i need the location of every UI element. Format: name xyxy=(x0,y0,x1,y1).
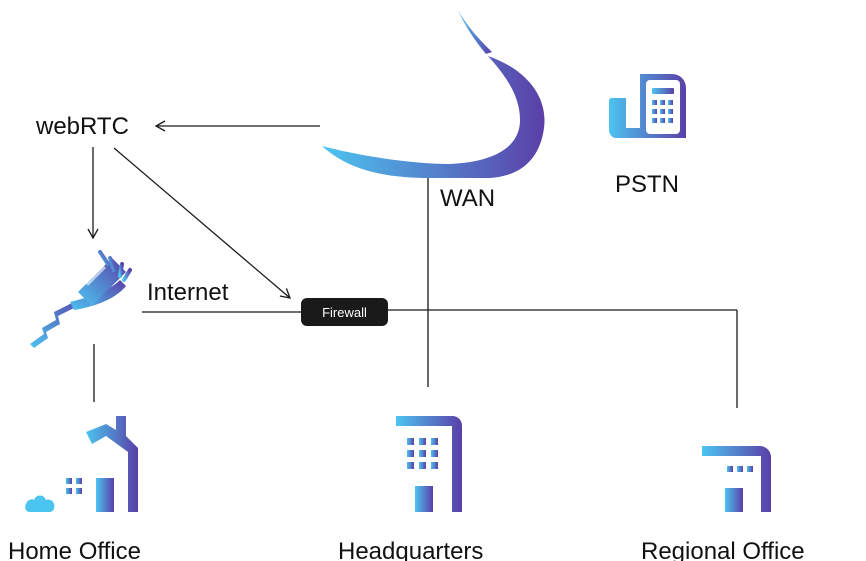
cloud-icon xyxy=(322,10,545,178)
webrtc-to-firewall-arrow xyxy=(113,147,292,299)
home-office-label: Home Office xyxy=(8,538,141,561)
network-cable-icon xyxy=(30,250,132,348)
office-building-icon xyxy=(396,416,462,512)
connector-lines xyxy=(87,120,738,408)
webrtc-label: webRTC xyxy=(35,113,129,140)
regional-office-label: Regional Office xyxy=(641,538,805,561)
pstn-label: PSTN xyxy=(615,171,679,198)
wan-label: WAN xyxy=(440,185,495,212)
small-office-building-icon xyxy=(702,446,771,512)
internet-label: Internet xyxy=(147,279,229,306)
phone-icon xyxy=(609,74,686,138)
headquarters-label: Headquarters xyxy=(338,538,483,561)
house-icon xyxy=(25,416,138,512)
firewall-badge: Firewall xyxy=(301,298,388,326)
firewall-label: Firewall xyxy=(322,305,367,320)
